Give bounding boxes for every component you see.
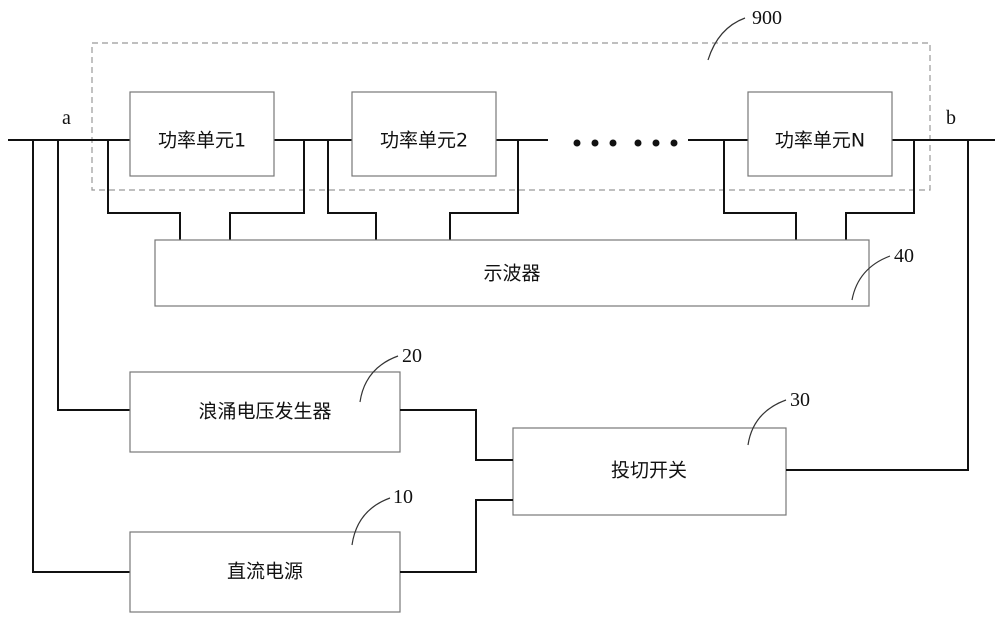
- power-unit-2: [351, 91, 497, 177]
- power-unit-2-label: 功率单元2: [380, 130, 468, 152]
- surge-generator-label: 浪涌电压发生器: [198, 401, 331, 423]
- switch-box: [512, 427, 787, 516]
- power-unit-n-label: 功率单元N: [775, 130, 865, 152]
- power-unit-1-label: 功率单元1: [158, 130, 246, 152]
- surge-generator-box: [129, 371, 401, 453]
- wire-switch-to-b: [786, 140, 969, 471]
- switch-leader-line: [747, 399, 787, 446]
- wire-surge-to-switch: [400, 409, 513, 461]
- oscilloscope-label: 示波器: [483, 263, 540, 285]
- power-unit-group-boundary: [91, 42, 931, 191]
- surge-leader-line: [359, 355, 399, 403]
- node-a-label: a: [62, 107, 71, 129]
- group-ref-label: 900: [752, 7, 782, 29]
- probe-unitN-right: [845, 140, 915, 240]
- power-unit-n: [747, 91, 893, 177]
- probe-unit1-right: [229, 140, 305, 240]
- oscilloscope-box: [154, 239, 870, 307]
- oscilloscope-leader-line: [851, 255, 891, 301]
- node-b-label: b: [946, 107, 956, 129]
- dc-leader-line: [351, 497, 391, 546]
- power-unit-1: [129, 91, 275, 177]
- switch-ref-label: 30: [790, 389, 810, 411]
- switch-label: 投切开关: [611, 460, 687, 482]
- probe-unit1-left: [107, 140, 181, 240]
- dc-ref-label: 10: [393, 486, 413, 508]
- group-leader-line: [707, 17, 746, 61]
- wire-a-to-dc: [32, 140, 130, 573]
- probe-unit2-right: [449, 140, 519, 240]
- probe-unitN-left: [723, 140, 797, 240]
- surge-ref-label: 20: [402, 345, 422, 367]
- ellipsis-dots: [573, 139, 678, 147]
- probe-unit2-left: [327, 140, 377, 240]
- wire-a-to-surge: [57, 140, 130, 411]
- wire-dc-to-switch: [400, 499, 513, 573]
- oscilloscope-ref-label: 40: [894, 245, 914, 267]
- dc-source-label: 直流电源: [227, 561, 303, 583]
